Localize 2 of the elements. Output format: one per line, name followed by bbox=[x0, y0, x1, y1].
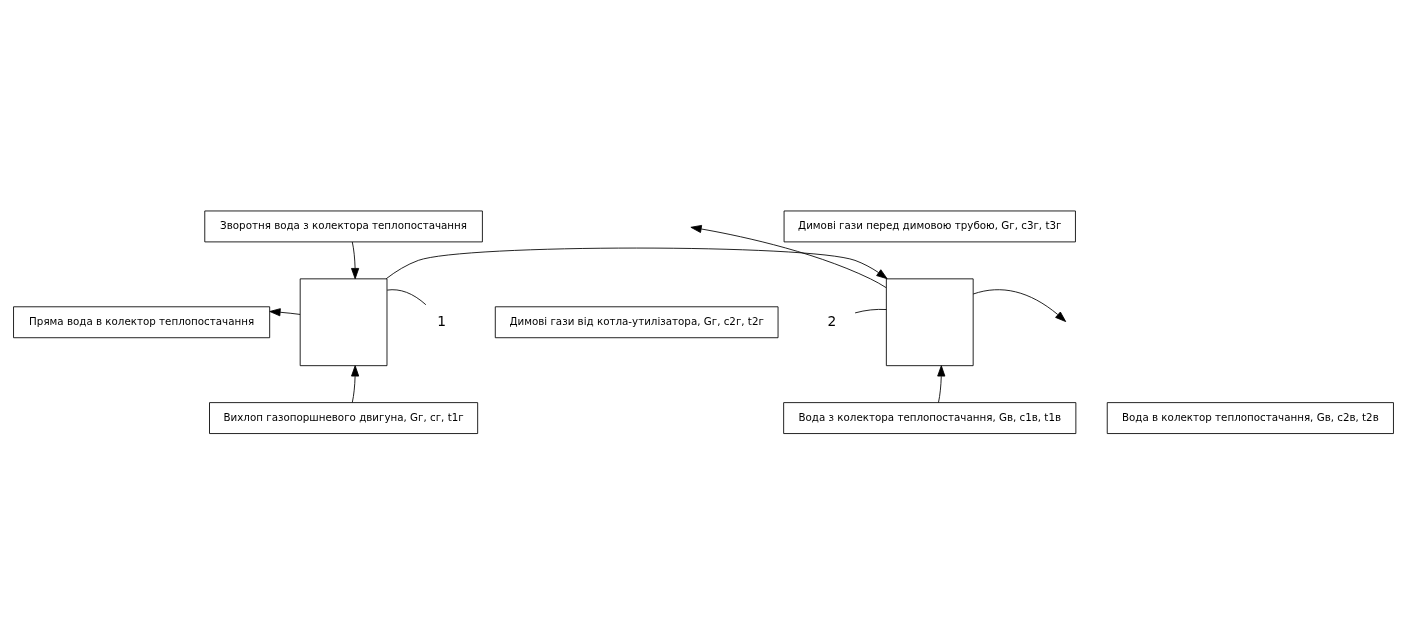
node-text: 2 bbox=[827, 312, 837, 329]
node-text: 1 bbox=[437, 312, 446, 329]
